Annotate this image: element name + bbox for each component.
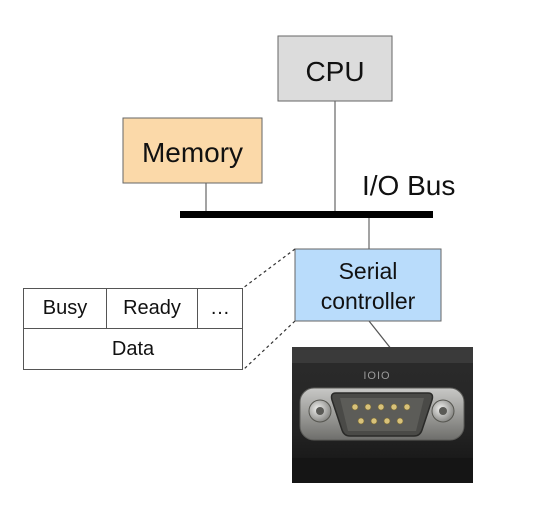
- memory-label: Memory: [142, 137, 243, 168]
- register-field-more: …: [197, 288, 243, 329]
- serial-controller-line1: Serial: [339, 258, 398, 284]
- connector-pins: [351, 403, 411, 425]
- register-field-data: Data: [23, 328, 243, 370]
- serial-controller-box: Serial controller: [294, 248, 442, 322]
- zoom-line-bottom: [242, 320, 296, 371]
- cpu-box: CPU: [277, 35, 393, 102]
- io-bus-bar: [180, 211, 433, 218]
- cpu-label: CPU: [305, 56, 364, 87]
- controller-port-line: [368, 320, 393, 351]
- serial-controller-line2: controller: [321, 288, 416, 314]
- serial-port-photo: IOIO: [292, 347, 473, 483]
- zoom-line-top: [242, 248, 296, 289]
- status-register: Busy Ready … Data: [23, 288, 243, 370]
- port-marking: IOIO: [363, 370, 390, 382]
- io-bus-label: I/O Bus: [362, 170, 455, 201]
- memory-box: Memory: [122, 117, 263, 184]
- register-field-ready: Ready: [106, 288, 198, 329]
- register-field-busy: Busy: [23, 288, 107, 329]
